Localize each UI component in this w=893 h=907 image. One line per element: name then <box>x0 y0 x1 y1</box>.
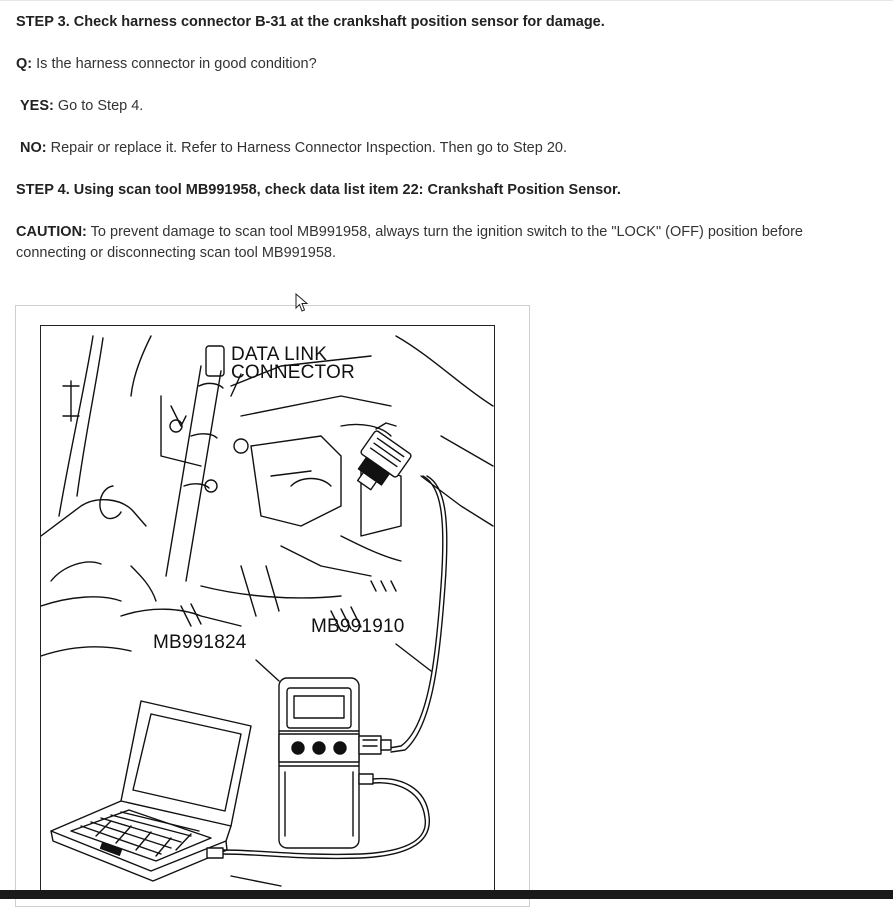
question-line: Q: Is the harness connector in good cond… <box>16 56 317 72</box>
scan-tool-connection-diagram: DATA LINK CONNECTOR MB991910 MB991824 <box>40 325 495 897</box>
diagram-line-art <box>41 335 494 887</box>
no-line: NO: Repair or replace it. Refer to Harne… <box>20 140 568 156</box>
bottom-bar <box>0 890 893 899</box>
top-divider <box>0 0 893 1</box>
step-3-heading: STEP 3. Check harness connector B-31 at … <box>16 14 605 30</box>
caution-note: CAUTION: To prevent damage to scan tool … <box>16 224 803 261</box>
step-4-heading: STEP 4. Using scan tool MB991958, check … <box>16 182 621 198</box>
procedure-text: STEP 3. Check harness connector B-31 at … <box>16 12 876 285</box>
label-mb991910: MB991910 <box>311 616 405 637</box>
label-mb991824: MB991824 <box>153 632 247 653</box>
label-data-link-connector-line2: CONNECTOR <box>231 362 355 383</box>
figure-frame: DATA LINK CONNECTOR MB991910 MB991824 <box>15 305 530 907</box>
label-data-link-connector-line1: DATA LINK <box>231 344 328 365</box>
mouse-pointer-icon <box>295 292 309 317</box>
yes-line: YES: Go to Step 4. <box>20 98 144 114</box>
